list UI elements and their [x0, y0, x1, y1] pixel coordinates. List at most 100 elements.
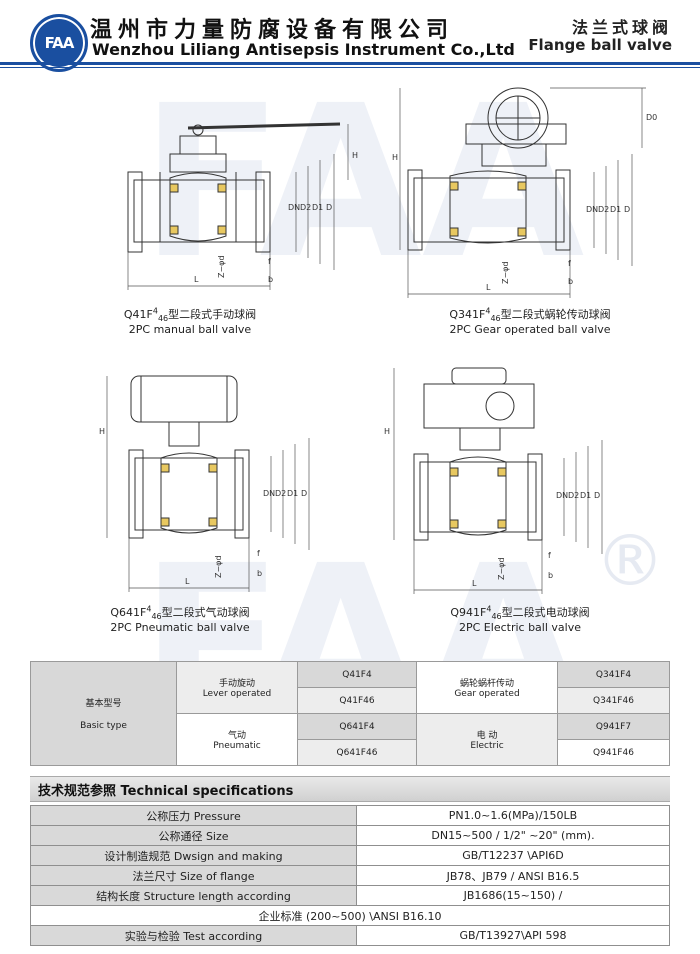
dim-f-4: f [548, 551, 551, 560]
dim-zd-2: Z−φd [501, 261, 510, 284]
spec-label: 公称通径 Size [30, 825, 357, 846]
spec-label: 法兰尺寸 Size of flange [30, 865, 357, 886]
spec-row-full: 企业标准 (200~500) \ANSI B16.10 [30, 905, 670, 926]
caption-q341-sub: 46 [490, 314, 501, 324]
model-q41f4: Q41F4 [297, 661, 417, 688]
dim-b-4: b [548, 571, 553, 580]
spec-label: 实验与检验 Test according [30, 925, 357, 946]
gear-en: Gear operated [454, 689, 520, 699]
dim-D2: D2 [300, 203, 311, 212]
dim-L-4: L [472, 579, 477, 588]
spec-value: JB78、JB79 / ANSI B16.5 [356, 865, 670, 886]
header-rule [0, 62, 700, 65]
electric-en: Electric [470, 741, 504, 751]
watermark-text: FAA [140, 60, 585, 305]
caption-q41: Q41F446型二段式手动球阀 2PC manual ball valve [40, 306, 340, 336]
electric-cn: 电 动 [476, 731, 498, 741]
basic-type-label-en: Basic type [80, 721, 127, 731]
dim-zd-3: Z−φd [214, 555, 223, 578]
caption-q641-title: 型二段式气动球阀 [161, 606, 250, 619]
model-q341f4: Q341F4 [557, 661, 670, 688]
caption-q941-sup: 4 [486, 604, 492, 614]
spec-row: 公称压力 Pressure PN1.0~1.6(MPa)/150LB [30, 805, 670, 826]
dim-f-3: f [257, 549, 260, 558]
dim-f-2: f [568, 259, 571, 268]
caption-q941-model: Q941F [450, 606, 487, 619]
caption-q341-title: 型二段式蜗轮传动球阀 [500, 308, 611, 321]
basic-type-label: 基本型号 Basic type [30, 661, 177, 766]
product-title-en: Flange ball valve [528, 36, 672, 54]
gear-cell: 蜗轮蜗杆传动 Gear operated [416, 661, 558, 714]
drawing-q641-pneumatic: L H DN D2 D1 D f b Z−φd [99, 375, 310, 592]
dim-D-2: D [624, 205, 630, 214]
product-title-cn: 法兰式球阀 [571, 18, 672, 37]
dim-D0: D0 [646, 113, 657, 122]
caption-q941: Q941F446型二段式电动球阀 2PC Electric ball valve [370, 604, 670, 634]
gear-cn: 蜗轮蜗杆传动 [459, 679, 514, 689]
dim-D-4: D [594, 491, 600, 500]
model-q341f46: Q341F46 [557, 687, 670, 714]
electric-cell: 电 动 Electric [416, 713, 558, 766]
caption-q41-en: 2PC manual ball valve [128, 323, 252, 337]
spec-value: GB/T12237 \API6D [356, 845, 670, 866]
caption-q941-title: 型二段式电动球阀 [501, 606, 590, 619]
caption-q341: Q341F446型二段式蜗轮传动球阀 2PC Gear operated bal… [380, 306, 680, 336]
dim-f: f [268, 257, 271, 266]
spec-row: 结构长度 Structure length according JB1686(1… [30, 885, 670, 906]
spec-label: 公称压力 Pressure [30, 805, 357, 826]
caption-q641: Q641F446型二段式气动球阀 2PC Pneumatic ball valv… [30, 604, 330, 634]
model-q941f46: Q941F46 [557, 739, 670, 766]
pneumatic-en: Pneumatic [213, 741, 261, 751]
caption-q341-model: Q341F [449, 308, 486, 321]
caption-q41-model: Q41F [123, 308, 153, 321]
tech-spec-header-bar [30, 776, 670, 802]
model-q941f7: Q941F7 [557, 713, 670, 740]
caption-q641-en: 2PC Pneumatic ball valve [110, 621, 250, 635]
caption-q641-model: Q641F [110, 606, 147, 619]
spec-row: 设计制造规范 Dwsign and making GB/T12237 \API6… [30, 845, 670, 866]
spec-value: PN1.0~1.6(MPa)/150LB [356, 805, 670, 826]
dim-zd: Z−φd [217, 255, 226, 278]
dim-D2-2: D2 [598, 205, 609, 214]
caption-q941-en: 2PC Electric ball valve [459, 621, 581, 635]
dim-D1-3: D1 [287, 489, 298, 498]
drawing-q941-electric: L H DN D2 D1 D f b Z−φd [384, 367, 603, 594]
caption-q41-sub: 46 [157, 314, 169, 324]
drawing-q341-gear: L H DN D2 D1 D D0 f b Z−φd [392, 87, 657, 298]
watermark-registered-mark: ® [595, 520, 665, 602]
dim-H-2: H [392, 153, 398, 162]
company-name-en: Wenzhou Liliang Antisepsis Instrument Co… [92, 40, 515, 59]
caption-q41-title: 型二段式手动球阀 [168, 308, 257, 321]
spec-row: 实验与检验 Test according GB/T13927\API 598 [30, 925, 670, 946]
model-q641f4: Q641F4 [297, 713, 417, 740]
dim-L-3: L [185, 577, 190, 586]
dim-D2-4: D2 [568, 491, 579, 500]
lever-cn: 手动旋动 [218, 679, 255, 689]
dim-b-3: b [257, 569, 262, 578]
caption-q341-sup: 4 [485, 306, 491, 316]
spec-label: 设计制造规范 Dwsign and making [30, 845, 357, 866]
tech-spec-table: 公称压力 Pressure PN1.0~1.6(MPa)/150LB 公称通径 … [30, 805, 670, 946]
dim-DN: DN [288, 203, 300, 212]
company-name-cn: 温州市力量防腐设备有限公司 [90, 18, 455, 43]
pneumatic-cn: 气动 [227, 731, 246, 741]
header-rule-thin [0, 67, 700, 68]
dim-H: H [352, 151, 358, 160]
dim-DN-3: DN [263, 489, 275, 498]
dim-zd-4: Z−φd [497, 557, 506, 580]
dim-L: L [194, 275, 199, 284]
spec-value-full: 企业标准 (200~500) \ANSI B16.10 [30, 905, 670, 926]
basic-type-table: 基本型号 Basic type 手动旋动 Lever operated Q41F… [30, 661, 670, 766]
dim-D2-3: D2 [275, 489, 286, 498]
dim-D: D [326, 203, 332, 212]
dim-D-3: D [301, 489, 307, 498]
dim-D1-4: D1 [580, 491, 591, 500]
spec-row: 法兰尺寸 Size of flange JB78、JB79 / ANSI B16… [30, 865, 670, 886]
caption-q641-sub: 46 [151, 612, 162, 622]
caption-q941-sub: 46 [491, 612, 502, 622]
caption-q341-en: 2PC Gear operated ball valve [449, 323, 611, 337]
drawing-q41-manual: L DN D2 D1 D H f b Z−φd [127, 122, 358, 290]
lever-en: Lever operated [202, 689, 272, 699]
model-q41f46: Q41F46 [297, 687, 417, 714]
model-q641f46: Q641F46 [297, 739, 417, 766]
